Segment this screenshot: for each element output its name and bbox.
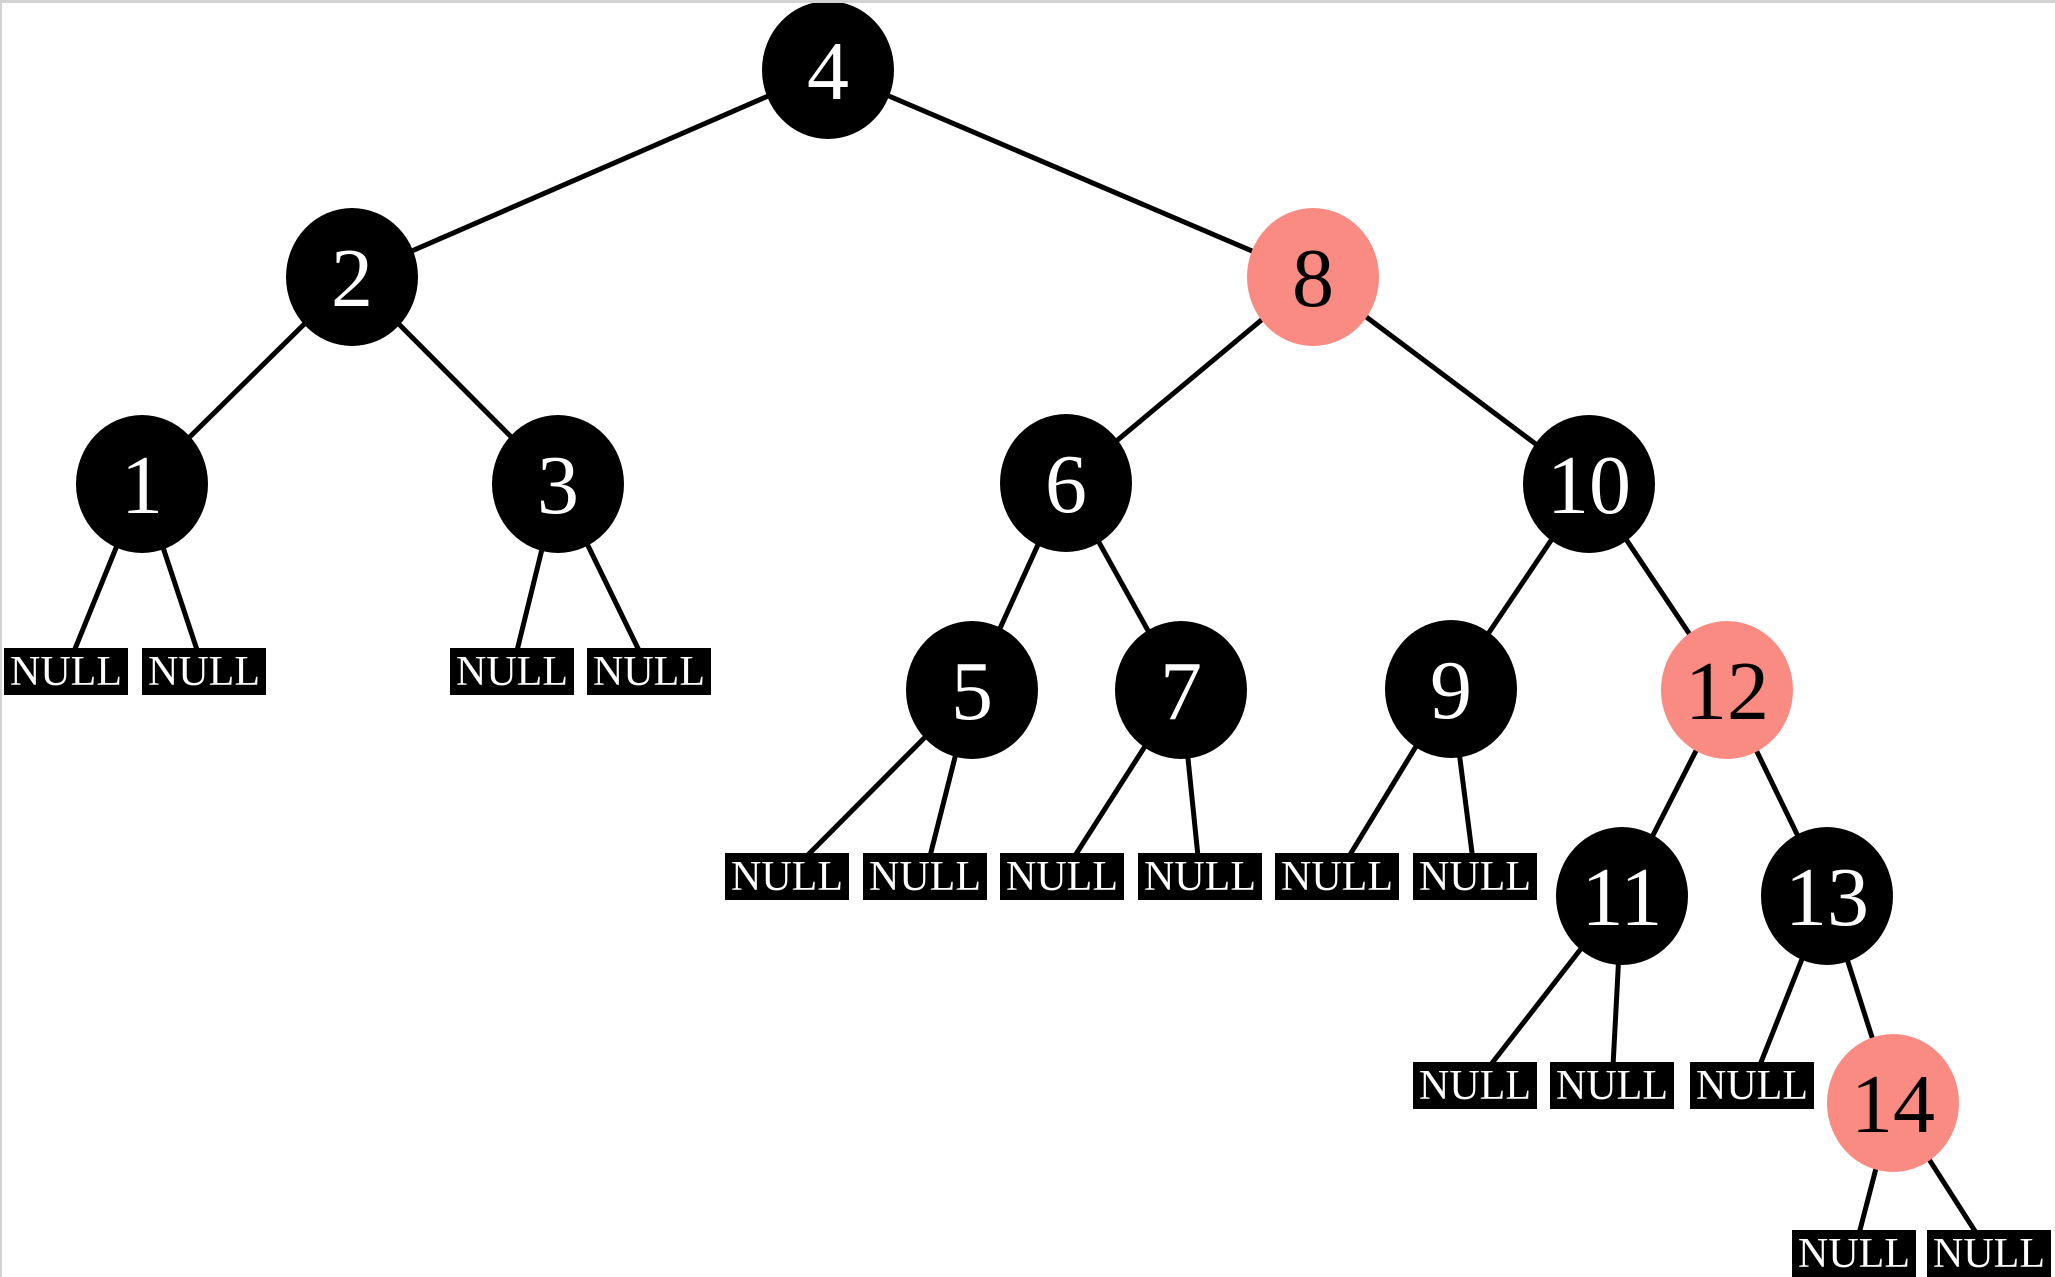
null-label: NULL (456, 649, 568, 695)
tree-node-9: 9 (1385, 620, 1517, 758)
node-value: 6 (1045, 438, 1087, 531)
node-value: 9 (1430, 644, 1472, 737)
null-label: NULL (148, 649, 260, 695)
null-leaf: NULL (1275, 852, 1399, 900)
edge-line (827, 67, 1314, 280)
null-leaf: NULL (1927, 1229, 2051, 1277)
tree-node-13: 13 (1761, 827, 1893, 965)
null-label: NULL (1006, 854, 1118, 900)
null-label: NULL (593, 649, 705, 695)
edge-line (351, 67, 829, 280)
tree-node-1: 1 (76, 415, 208, 553)
tree-node-2: 2 (286, 208, 418, 346)
tree-node-7: 7 (1115, 621, 1247, 759)
null-label: NULL (1933, 1231, 2045, 1277)
tree-node-3: 3 (492, 415, 624, 553)
node-value: 5 (951, 645, 993, 738)
null-label: NULL (1281, 854, 1393, 900)
page-border-top (0, 0, 2055, 3)
null-leaf: NULL (1792, 1229, 1916, 1277)
node-value: 2 (331, 232, 373, 325)
node-value: 14 (1851, 1058, 1935, 1151)
null-label: NULL (1144, 854, 1256, 900)
node-value: 10 (1547, 439, 1631, 532)
tree-node-11: 11 (1556, 827, 1688, 965)
null-leaf: NULL (1000, 852, 1124, 900)
null-leaf: NULL (863, 852, 987, 900)
null-label: NULL (869, 854, 981, 900)
null-leaf: NULL (1138, 852, 1262, 900)
node-value: 12 (1685, 645, 1769, 738)
null-leaf: NULL (1413, 1061, 1537, 1109)
tree-node-8: 8 (1247, 208, 1379, 346)
null-leaf: NULL (450, 647, 574, 695)
node-value: 11 (1581, 851, 1663, 944)
null-leaf: NULL (4, 647, 128, 695)
tree-node-10: 10 (1523, 415, 1655, 553)
tree-node-5: 5 (906, 621, 1038, 759)
tree-node-14: 14 (1827, 1034, 1959, 1172)
tree-node-4: 4 (762, 1, 894, 139)
null-leaf: NULL (142, 647, 266, 695)
null-label: NULL (1419, 1063, 1531, 1109)
node-value: 3 (537, 439, 579, 532)
null-label: NULL (1696, 1063, 1808, 1109)
tree-node-6: 6 (1000, 414, 1132, 552)
null-leaf: NULL (1690, 1061, 1814, 1109)
node-value: 7 (1160, 645, 1202, 738)
null-label: NULL (10, 649, 122, 695)
null-label: NULL (731, 854, 843, 900)
tree-node-12: 12 (1661, 621, 1793, 759)
null-label: NULL (1798, 1231, 1910, 1277)
node-value: 13 (1785, 851, 1869, 944)
node-value: 8 (1292, 232, 1334, 325)
null-leaf: NULL (1550, 1061, 1674, 1109)
node-value: 4 (807, 25, 849, 118)
null-leaf: NULL (725, 852, 849, 900)
null-leaf: NULL (1413, 852, 1537, 900)
null-label: NULL (1556, 1063, 1668, 1109)
null-label: NULL (1419, 854, 1531, 900)
null-leaf: NULL (587, 647, 711, 695)
page-border-left (0, 0, 2, 1277)
node-value: 1 (121, 439, 163, 532)
